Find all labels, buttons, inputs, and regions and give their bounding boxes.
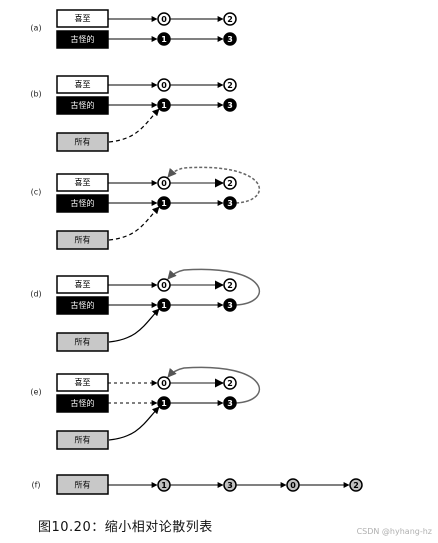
chain-node-1-circle bbox=[157, 478, 171, 492]
node-0-circle bbox=[157, 278, 171, 292]
node-1-circle bbox=[157, 396, 171, 410]
node-0-label: 0 bbox=[161, 81, 167, 90]
watermark: CSDN @hyhang-hz bbox=[356, 527, 432, 536]
chain-node-1-label: 1 bbox=[161, 481, 167, 490]
node-2-circle bbox=[223, 78, 237, 92]
panel-label: (a) bbox=[30, 24, 41, 33]
key-box-top-label: 喜至 bbox=[75, 177, 91, 187]
loop-link-3-to-0 bbox=[167, 268, 261, 306]
link-extra-to-node-1 bbox=[108, 108, 160, 143]
key-box-extra-label: 所有 bbox=[75, 137, 91, 147]
key-box-bottom-label: 古怪的 bbox=[71, 100, 95, 110]
node-2-label: 2 bbox=[227, 281, 233, 290]
chain-node-2-label: 2 bbox=[353, 481, 359, 490]
node-0-circle bbox=[157, 376, 171, 390]
panel-label: (c) bbox=[31, 188, 42, 197]
key-box-extra bbox=[56, 332, 109, 352]
link-extra-to-node-1 bbox=[108, 406, 160, 441]
key-box-extra-label: 所有 bbox=[75, 435, 91, 445]
chain-node-0-label: 0 bbox=[290, 481, 296, 490]
node-3-circle bbox=[223, 298, 237, 312]
node-2-label: 2 bbox=[227, 379, 233, 388]
node-1-label: 1 bbox=[161, 399, 167, 408]
key-box-extra bbox=[56, 430, 109, 450]
node-0-circle bbox=[157, 176, 171, 190]
node-2-label: 2 bbox=[227, 179, 233, 188]
node-3-label: 3 bbox=[227, 301, 233, 310]
key-box-extra-label: 所有 bbox=[75, 235, 91, 245]
node-3-label: 3 bbox=[227, 35, 233, 44]
node-3-circle bbox=[223, 396, 237, 410]
key-box-top-label: 喜至 bbox=[75, 279, 91, 289]
key-box-bottom-label: 古怪的 bbox=[71, 398, 95, 408]
node-3-label: 3 bbox=[227, 399, 233, 408]
panel-label: (b) bbox=[30, 90, 41, 99]
key-box-bottom-label: 古怪的 bbox=[71, 300, 95, 310]
chain-node-3-label: 3 bbox=[227, 481, 233, 490]
node-3-circle bbox=[223, 32, 237, 46]
node-1-circle bbox=[157, 196, 171, 210]
node-2-label: 2 bbox=[227, 15, 233, 24]
node-3-label: 3 bbox=[227, 101, 233, 110]
key-box-bottom-label: 古怪的 bbox=[71, 34, 95, 44]
node-0-label: 0 bbox=[161, 379, 167, 388]
node-1-label: 1 bbox=[161, 101, 167, 110]
node-1-circle bbox=[157, 98, 171, 112]
node-2-circle bbox=[223, 376, 237, 390]
node-0-label: 0 bbox=[161, 281, 167, 290]
node-1-circle bbox=[157, 32, 171, 46]
node-1-label: 1 bbox=[161, 199, 167, 208]
node-2-circle bbox=[223, 176, 237, 190]
node-1-label: 1 bbox=[161, 35, 167, 44]
node-0-label: 0 bbox=[161, 15, 167, 24]
key-box-top-label: 喜至 bbox=[75, 79, 91, 89]
node-0-label: 0 bbox=[161, 179, 167, 188]
key-box-top-label: 喜至 bbox=[75, 13, 91, 23]
node-1-label: 1 bbox=[161, 301, 167, 310]
chain-node-0-circle bbox=[286, 478, 300, 492]
node-0-circle bbox=[157, 12, 171, 26]
chain-node-3-circle bbox=[223, 478, 237, 492]
node-2-label: 2 bbox=[227, 81, 233, 90]
link-extra-to-node-1 bbox=[108, 206, 160, 241]
key-box-top-label: 喜至 bbox=[75, 377, 91, 387]
key-box-extra bbox=[56, 132, 109, 152]
key-box-extra-label: 所有 bbox=[75, 480, 91, 490]
panel-label: (d) bbox=[30, 290, 41, 299]
chain-node-2-circle bbox=[349, 478, 363, 492]
node-3-circle bbox=[223, 98, 237, 112]
node-2-circle bbox=[223, 12, 237, 26]
node-1-circle bbox=[157, 298, 171, 312]
panel-label: (f) bbox=[31, 481, 40, 490]
key-box-extra-label: 所有 bbox=[75, 337, 91, 347]
figure-caption: 图10.20：缩小相对论散列表 bbox=[38, 520, 213, 535]
node-2-circle bbox=[223, 278, 237, 292]
node-3-label: 3 bbox=[227, 199, 233, 208]
link-extra-to-node-1 bbox=[108, 308, 160, 343]
loop-link-3-to-0 bbox=[167, 166, 261, 204]
node-0-circle bbox=[157, 78, 171, 92]
panel-label: (e) bbox=[30, 388, 41, 397]
panel-f: (f) 所有 1 3 0 2 bbox=[31, 474, 363, 495]
key-box-bottom-label: 古怪的 bbox=[71, 198, 95, 208]
loop-link-3-to-0 bbox=[167, 366, 261, 404]
key-box-extra bbox=[56, 230, 109, 250]
node-3-circle bbox=[223, 196, 237, 210]
